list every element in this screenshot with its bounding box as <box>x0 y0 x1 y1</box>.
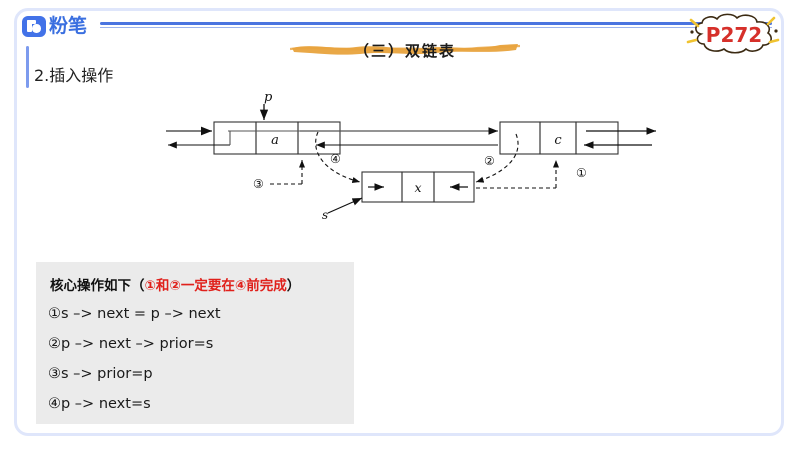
note-heading-emphasis: ①和②一定要在④前完成 <box>144 278 287 294</box>
note-heading: 核心操作如下（①和②一定要在④前完成） <box>50 274 300 294</box>
section-accent-bar <box>26 46 29 88</box>
slide-title-group: （三）双链表 <box>290 22 520 60</box>
section-heading: 2.插入操作 <box>34 66 114 85</box>
note-step-3: ③s –> prior=p <box>48 366 153 382</box>
note-box: 核心操作如下（①和②一定要在④前完成） ①s –> next = p –> ne… <box>36 262 354 424</box>
brand-logo-text: 粉笔 <box>49 14 88 37</box>
page-title: （三）双链表 <box>353 42 456 60</box>
header-rule <box>100 22 772 25</box>
note-step-1: ①s –> next = p –> next <box>48 306 221 322</box>
page-number-text: P272 <box>705 23 763 47</box>
note-heading-prefix: 核心操作如下（ <box>50 278 145 294</box>
brand-logo: 粉笔 <box>22 13 92 39</box>
note-heading-suffix: ） <box>286 278 301 294</box>
page-number-badge: P272 <box>686 12 782 56</box>
note-step-4: ④p –> next=s <box>48 396 151 412</box>
fb-logo-icon <box>22 15 46 37</box>
brush-underline-icon <box>290 44 520 55</box>
note-step-2: ②p –> next –> prior=s <box>48 336 214 352</box>
cloud-burst-icon <box>686 13 780 54</box>
header-rule-secondary <box>100 27 772 28</box>
